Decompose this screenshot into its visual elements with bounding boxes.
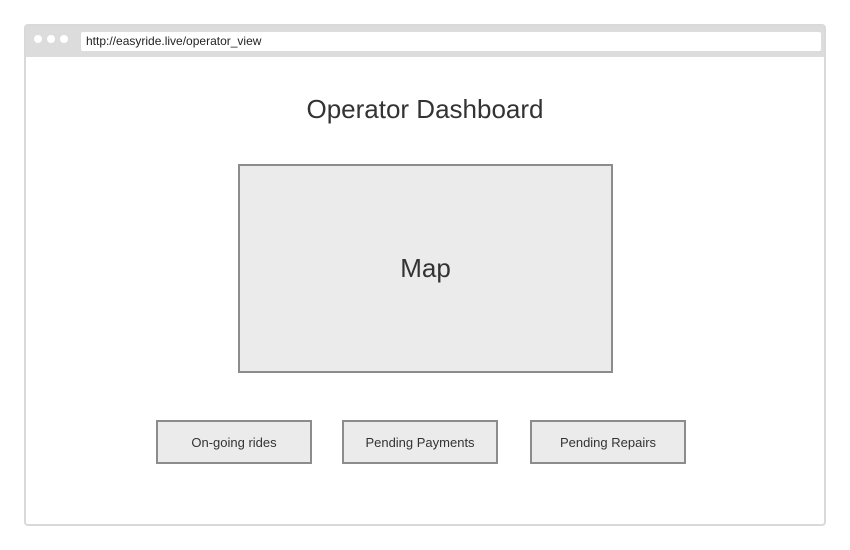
pending-payments-button[interactable]: Pending Payments xyxy=(342,420,498,464)
window-dot-icon[interactable] xyxy=(60,35,68,43)
page-title: Operator Dashboard xyxy=(306,94,544,124)
browser-title-bar: http://easyride.live/operator_view xyxy=(26,26,824,57)
map-placeholder[interactable]: Map xyxy=(238,164,613,373)
window-dot-icon[interactable] xyxy=(47,35,55,43)
window-controls xyxy=(34,35,68,43)
pending-repairs-button[interactable]: Pending Repairs xyxy=(530,420,686,464)
map-label: Map xyxy=(400,253,451,283)
address-bar[interactable]: http://easyride.live/operator_view xyxy=(81,32,821,51)
window-dot-icon[interactable] xyxy=(34,35,42,43)
browser-window: http://easyride.live/operator_view Opera… xyxy=(24,24,826,526)
ongoing-rides-button[interactable]: On-going rides xyxy=(156,420,312,464)
